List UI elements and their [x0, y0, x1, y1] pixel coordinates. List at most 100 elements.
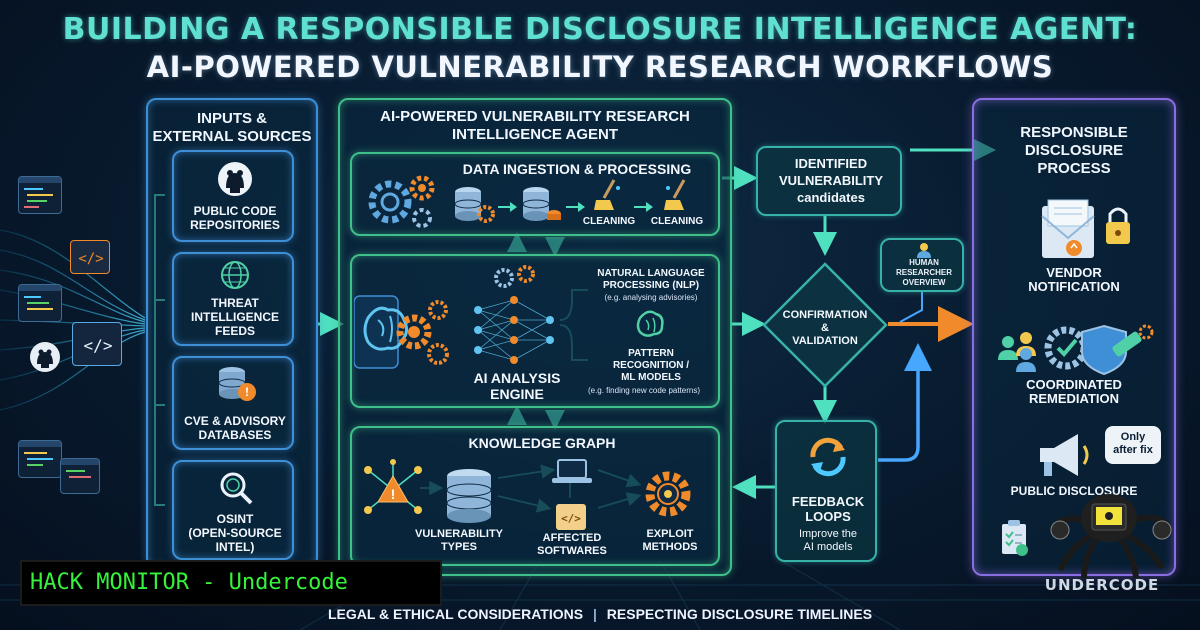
- hacker-mascot-icon: [1044, 490, 1174, 585]
- agent-title-line2: INTELLIGENCE AGENT: [451, 126, 619, 143]
- github-icon: [216, 160, 254, 203]
- pattern-note: (e.g. finding new code patterns): [587, 386, 701, 395]
- human-line1: HUMAN: [909, 258, 939, 267]
- input-card-osint[interactable]: OSINT (OPEN-SOURCE INTEL): [172, 460, 294, 560]
- svg-text:!: !: [245, 385, 249, 399]
- footer-separator: |: [592, 606, 597, 622]
- arrow-right-icon: [566, 200, 586, 218]
- disclosure-title-line3: PROCESS: [1037, 160, 1111, 177]
- svg-text:</>: </>: [84, 336, 113, 355]
- code-file-icon: </>: [554, 502, 588, 537]
- database-warning-icon: !: [214, 364, 258, 409]
- diamond-shape: [762, 262, 888, 388]
- affected-line1: AFFECTED: [542, 532, 602, 544]
- ingestion-title: DATA INGESTION & PROCESSING: [462, 161, 692, 177]
- disclosure-panel: RESPONSIBLE DISCLOSURE PROCESS VENDOR NO…: [972, 98, 1176, 579]
- input-label-line2: DATABASES: [198, 428, 272, 442]
- code-lines-icon: [24, 296, 53, 310]
- confirmation-line2: &: [821, 322, 829, 334]
- broom-icon: [662, 178, 692, 217]
- exploit-line2: METHODS: [642, 541, 698, 553]
- code-lines-icon: [24, 188, 53, 208]
- code-window-4: </>: [72, 322, 122, 366]
- refresh-cycle-icon: [803, 432, 853, 487]
- neural-network-icon: [464, 290, 564, 375]
- footer-left: LEGAL & ETHICAL CONSIDERATIONS: [327, 606, 584, 622]
- vendor-line2: NOTIFICATION: [1028, 279, 1120, 294]
- inputs-title-line1: INPUTS &: [196, 110, 267, 127]
- code-window-5: [18, 440, 62, 478]
- database-icon: [520, 184, 564, 233]
- github-icon: [28, 340, 62, 379]
- input-label-line2: (OPEN-SOURCE: [188, 526, 282, 540]
- pattern-label-line3: ML MODELS: [621, 372, 681, 383]
- arrow-right-icon: [498, 200, 518, 218]
- code-lines-icon: [66, 470, 91, 478]
- code-window-3: [18, 284, 62, 322]
- input-card-threat-feeds[interactable]: THREAT INTELLIGENCE FEEDS: [172, 252, 294, 346]
- arrow-right-icon: [634, 200, 654, 218]
- feedback-line4: AI models: [803, 541, 853, 553]
- confirmation-diamond[interactable]: CONFIRMATION & VALIDATION: [762, 262, 888, 388]
- database-icon: [444, 468, 494, 531]
- envelope-lock-icon: [1038, 198, 1138, 267]
- code-tag-icon: </>: [84, 336, 113, 355]
- knowledge-graph-panel[interactable]: KNOWLEDGE GRAPH ! </> VULNERABILITY TYPE…: [350, 426, 720, 566]
- nlp-label-line1: NATURAL LANGUAGE: [597, 268, 705, 279]
- confirmation-line3: VALIDATION: [792, 335, 858, 347]
- input-card-repositories[interactable]: PUBLIC CODE REPOSITORIES: [172, 150, 294, 242]
- warning-network-icon: !: [360, 458, 426, 527]
- input-card-cve-databases[interactable]: ! CVE & ADVISORY DATABASES: [172, 356, 294, 450]
- input-label-line3: FEEDS: [214, 324, 255, 338]
- human-researcher-box[interactable]: HUMAN RESEARCHER OVERVIEW: [880, 238, 964, 292]
- gears-icon: [360, 166, 442, 237]
- code-window-1: [18, 176, 62, 214]
- knowledge-title: KNOWLEDGE GRAPH: [468, 435, 616, 451]
- footer-bar: LEGAL & ETHICAL CONSIDERATIONS | RESPECT…: [250, 598, 950, 630]
- feedback-loops-box[interactable]: FEEDBACK LOOPS Improve the AI models: [775, 420, 877, 562]
- only-line2: after fix: [1113, 444, 1153, 456]
- feedback-line3: Improve the: [798, 528, 858, 540]
- agent-title-line1: AI-POWERED VULNERABILITY RESEARCH: [380, 108, 690, 125]
- cleaning-label-1: CLEANING: [582, 216, 636, 227]
- vendor-line1: VENDOR: [1046, 265, 1102, 280]
- brain-gear-icon: [353, 290, 464, 381]
- laptop-icon: [552, 458, 592, 491]
- identified-line3: candidates: [797, 190, 865, 205]
- disclosure-title-line1: RESPONSIBLE: [1020, 124, 1128, 141]
- input-label-line3: INTEL): [215, 540, 255, 554]
- remediation-line2: REMEDIATION: [1028, 391, 1120, 406]
- disclosure-title-line2: DISCLOSURE: [1024, 142, 1124, 159]
- analysis-engine-panel[interactable]: AI ANALYSIS ENGINE NATURAL LANGUAGE PROC…: [350, 254, 720, 408]
- feedback-line1: FEEDBACK: [791, 494, 865, 509]
- input-label-line1: THREAT: [211, 296, 259, 310]
- identified-candidates-box[interactable]: IDENTIFIED VULNERABILITY candidates: [756, 146, 902, 216]
- brain-icon: [632, 308, 666, 343]
- ingestion-panel[interactable]: DATA INGESTION & PROCESSING CLEANING CLE…: [350, 152, 720, 236]
- input-label-line1: OSINT: [216, 512, 254, 526]
- code-lines-icon: [24, 452, 53, 466]
- remediation-line1: COORDINATED: [1026, 377, 1122, 392]
- cleaning-label-2: CLEANING: [650, 216, 704, 227]
- nlp-note: (e.g. analysing advisories): [604, 293, 698, 302]
- input-label-line2: INTELLIGENCE: [190, 310, 279, 324]
- identified-line1: IDENTIFIED: [794, 156, 868, 171]
- small-gears-icon: [492, 264, 542, 295]
- human-line2: RESEARCHER: [895, 268, 952, 277]
- feedback-line2: LOOPS: [805, 509, 851, 524]
- globe-icon: [220, 260, 250, 295]
- svg-text:</>: </>: [561, 512, 581, 525]
- main-title-line2: AI-POWERED VULNERABILITY RESEARCH WORKFL…: [146, 50, 1054, 84]
- code-window-2: </>: [70, 240, 110, 274]
- exploit-line1: EXPLOIT: [646, 528, 694, 540]
- nlp-label-line2: PROCESSING (NLP): [602, 280, 700, 291]
- svg-text:!: !: [391, 486, 396, 502]
- hack-monitor-badge: HACK MONITOR - Undercode: [20, 560, 442, 606]
- input-label-line1: CVE & ADVISORY: [184, 414, 286, 428]
- confirmation-line1: CONFIRMATION: [782, 309, 868, 321]
- broom-icon: [592, 178, 622, 217]
- svg-text:</>: </>: [78, 251, 103, 267]
- input-label-line1: PUBLIC CODE: [193, 204, 277, 218]
- only-line1: Only: [1120, 431, 1146, 443]
- pattern-label-line2: RECOGNITION /: [612, 360, 690, 371]
